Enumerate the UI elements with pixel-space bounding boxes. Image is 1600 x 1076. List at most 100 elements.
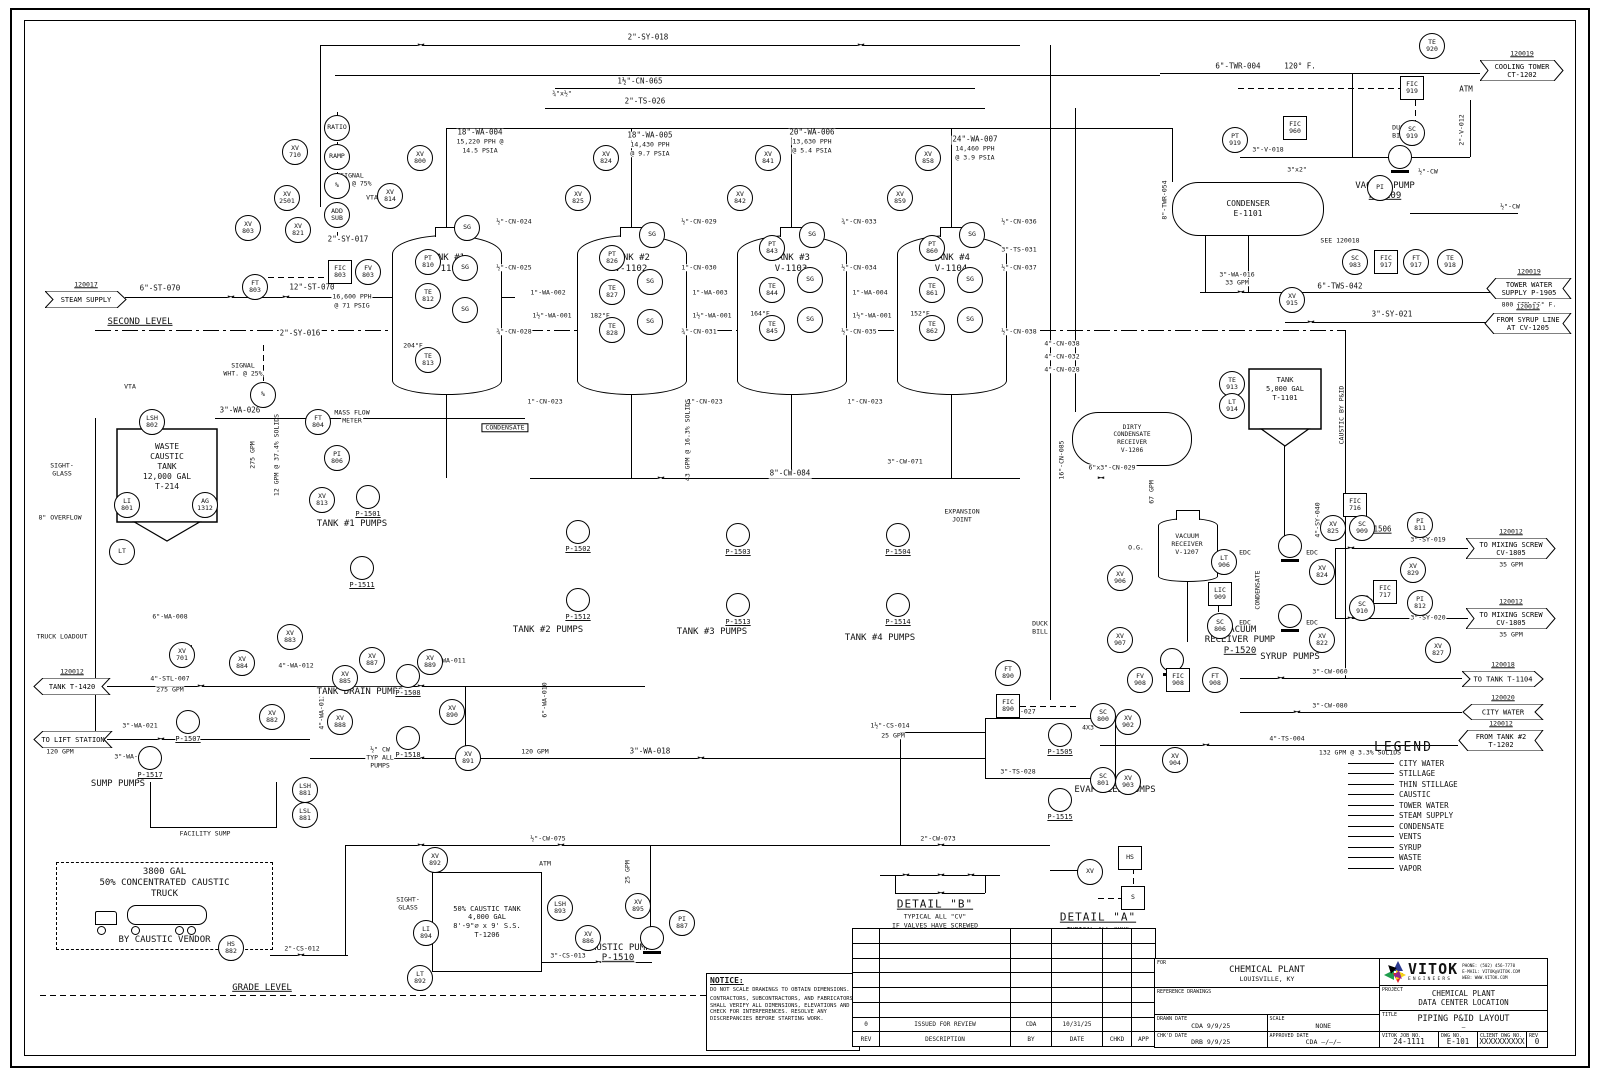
pump-P-1515 bbox=[1048, 788, 1072, 816]
pump-tag: P-1502 bbox=[565, 545, 591, 553]
pump-P-1517 bbox=[138, 746, 162, 774]
label: 3"-WA-026 bbox=[218, 405, 262, 416]
label: P-1520 bbox=[1222, 645, 1258, 657]
notice-box: NOTICE: DO NOT SCALE DRAWINGS TO OBTAIN … bbox=[706, 973, 860, 1051]
label: ½"-CN-038 bbox=[1000, 327, 1038, 336]
valve-icon: ►◄ bbox=[282, 292, 289, 301]
label: 1½"-WA-001 bbox=[691, 311, 733, 320]
revision-row-empty bbox=[853, 942, 1155, 958]
label: ½"-CN-035 bbox=[840, 327, 878, 336]
flag-ref: 120012 bbox=[1498, 527, 1524, 536]
legend-item-waste: WASTE bbox=[1348, 853, 1478, 864]
label: 3"-TS-028 bbox=[999, 767, 1037, 776]
brand-email: E-MAIL: VITOK@VITOK.COM bbox=[1462, 968, 1521, 974]
instrument-SG: SG bbox=[637, 309, 663, 335]
pipe-segment bbox=[95, 418, 96, 740]
pump-tag: P-1515 bbox=[1047, 813, 1073, 821]
label: METER bbox=[341, 416, 363, 425]
brand-subtitle: ENGINEERS bbox=[1408, 976, 1453, 982]
pipe-segment bbox=[631, 128, 632, 235]
valve-icon: ►◄ bbox=[417, 40, 424, 49]
equipment-V-1101 bbox=[392, 227, 502, 395]
drawn-label: DRAWN DATE bbox=[1157, 1016, 1188, 1022]
truck-capacity: 3800 GAL bbox=[142, 867, 187, 877]
label: 3"-SY-019 bbox=[1409, 535, 1447, 544]
pipe-segment bbox=[1160, 73, 1480, 74]
svg-text:CV-1805: CV-1805 bbox=[1496, 619, 1526, 627]
instrument-SG: SG bbox=[959, 222, 985, 248]
valve-icon: ►◄ bbox=[902, 870, 909, 879]
valve-icon: ►◄ bbox=[1237, 287, 1244, 296]
for-label: FOR bbox=[1157, 960, 1167, 966]
valve-icon: ►◄ bbox=[197, 681, 204, 690]
pipe-segment bbox=[1412, 157, 1470, 158]
pump-P-1512 bbox=[566, 588, 590, 616]
pipe-segment bbox=[1285, 322, 1488, 323]
pipe-segment bbox=[631, 393, 632, 478]
pipe-segment bbox=[345, 845, 346, 955]
label: 6"-ST-070 bbox=[138, 283, 182, 294]
checked-value: DRB 9/9/25 bbox=[1191, 1038, 1231, 1046]
label: 3"-WA-021 bbox=[121, 721, 159, 730]
label: SIGHT- bbox=[49, 461, 75, 470]
truck-icon bbox=[91, 905, 211, 935]
drawn-value: CDA 9/9/25 bbox=[1191, 1021, 1231, 1030]
truck-label: TRUCK bbox=[150, 889, 179, 899]
valve-icon: ►◄ bbox=[657, 473, 664, 482]
label: WHT. @ 75% bbox=[331, 179, 373, 188]
label: 204°F bbox=[402, 341, 424, 350]
valve-icon: ►◄ bbox=[227, 292, 234, 301]
label: 1"-CN-023 bbox=[846, 397, 884, 406]
label: ½"-CW bbox=[1417, 167, 1439, 176]
instrument-%: % bbox=[250, 382, 276, 408]
label: DUCK bbox=[1031, 619, 1049, 628]
legend-item-vapor: VAPOR bbox=[1348, 863, 1478, 874]
pump-P-1518 bbox=[396, 726, 420, 754]
valve-icon: ►◄ bbox=[1202, 740, 1209, 749]
valve-icon: ►◄ bbox=[1347, 613, 1354, 622]
svg-text:CITY WATER: CITY WATER bbox=[1482, 709, 1525, 717]
label: CONDENSATE bbox=[1253, 570, 1262, 610]
label: SYRUP PUMPS bbox=[1259, 651, 1321, 663]
flag-note: 35 GPM bbox=[1498, 630, 1524, 639]
label: PUMPS bbox=[369, 761, 391, 770]
label: 12"-ST-070 bbox=[288, 282, 336, 293]
pump-tag: P-1505 bbox=[1047, 748, 1073, 756]
pump-tag: P-1512 bbox=[565, 613, 591, 621]
label: ½"-CN-037 bbox=[1000, 263, 1038, 272]
pipe-segment bbox=[446, 128, 1172, 129]
svg-text:TO LIFT STATION: TO LIFT STATION bbox=[41, 736, 104, 744]
label: 3"-WA-022 bbox=[113, 752, 151, 761]
pipe-segment bbox=[650, 845, 651, 945]
pipe-segment bbox=[951, 393, 952, 478]
label: 4"-CN-038 bbox=[1043, 339, 1081, 348]
instrument-SG: SG bbox=[637, 269, 663, 295]
valve-icon: ►◄ bbox=[1307, 317, 1314, 326]
legend-item-vents: VENTS bbox=[1348, 832, 1478, 843]
instrument-PI: PI bbox=[1367, 175, 1393, 201]
instrument-LT: LT bbox=[109, 539, 135, 565]
legend-item-city-water: CITY WATER bbox=[1348, 758, 1478, 769]
